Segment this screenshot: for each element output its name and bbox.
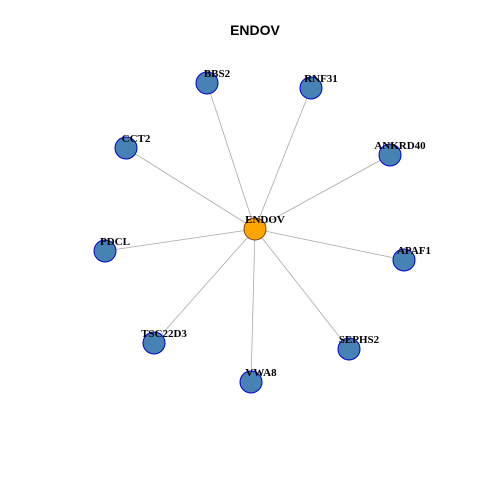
hub-node-endov bbox=[243, 217, 267, 241]
edge-endov-rnf31 bbox=[254, 87, 312, 230]
node-label-ankrd40: ANKRD40 bbox=[374, 140, 426, 152]
edge-endov-ankrd40 bbox=[254, 154, 391, 230]
node-label-rnf31: RNF31 bbox=[304, 73, 338, 85]
node-label-tsc22d3: TSC22D3 bbox=[141, 328, 187, 340]
node-label-cct2: CCT2 bbox=[122, 133, 151, 145]
node-label-pdcl: PDCL bbox=[100, 236, 130, 248]
node-apaf1 bbox=[392, 248, 416, 272]
node-pdcl bbox=[93, 239, 117, 263]
node-label-apaf1: APAF1 bbox=[397, 245, 431, 257]
edge-endov-vwa8 bbox=[250, 228, 256, 383]
node-ankrd40 bbox=[378, 143, 402, 167]
node-rnf31 bbox=[299, 76, 323, 100]
edge-endov-bbs2 bbox=[206, 82, 256, 230]
node-vwa8 bbox=[239, 370, 263, 394]
node-tsc22d3 bbox=[142, 331, 166, 355]
edge-endov-cct2 bbox=[125, 147, 256, 230]
node-label-sephs2: SEPHS2 bbox=[339, 334, 380, 346]
edge-endov-apaf1 bbox=[254, 228, 405, 261]
diagram-title: ENDOV bbox=[230, 22, 280, 38]
node-sephs2 bbox=[337, 337, 361, 361]
edge-endov-pdcl bbox=[104, 228, 256, 252]
node-label-bbs2: BBS2 bbox=[204, 68, 231, 80]
edge-endov-sephs2 bbox=[254, 228, 350, 350]
edge-endov-tsc22d3 bbox=[153, 228, 256, 344]
node-label-vwa8: VWA8 bbox=[245, 367, 277, 379]
node-label-endov: ENDOV bbox=[245, 214, 285, 226]
edges-layer bbox=[104, 82, 405, 383]
node-cct2 bbox=[114, 136, 138, 160]
node-bbs2 bbox=[195, 71, 219, 95]
